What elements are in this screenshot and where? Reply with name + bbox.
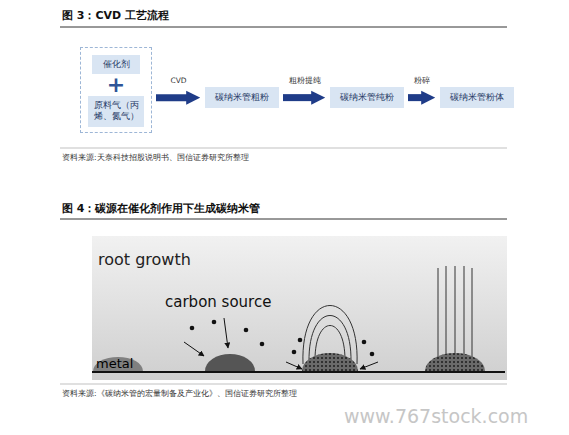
edge-label: CVD [168,76,188,85]
illustration-label: metal [96,356,133,372]
source-note: 资料来源:天奈科技招股说明书、国信证券研究所整理 [62,153,249,162]
edge-label: 粉碎 [412,76,432,85]
metal-particle [425,353,485,371]
watermark: www.767stock.com [344,405,528,428]
figure-title: 图 4：碳源在催化剂作用下生成碳纳米管 [62,202,260,215]
flow-arrow [286,362,378,369]
rule [60,148,507,149]
illustration-label: carbon source [165,293,271,311]
rule [60,219,507,220]
edge-label: 粗粉提纯 [287,76,323,85]
source-note: 资料来源:《碳纳米管的宏量制备及产业化》、国信证券研究所整理 [62,389,297,398]
rule [60,27,507,28]
process-box: 碳纳米管粗粉 [205,87,279,108]
flow-arrow [408,94,424,101]
box-text: 碳纳米管纯粉 [340,92,394,103]
input-box: 催化剂 [92,55,140,74]
illustration-label: root growth [98,250,191,269]
nanotube [438,266,472,360]
box-text: 催化剂 [96,59,136,70]
plus-sign: + [81,74,151,96]
flow-arrow [156,94,189,101]
metal-particle [302,353,358,371]
figure-title: 图 3：CVD 工艺流程 [62,9,169,22]
box-text: 原料气（丙烯、氮气） [92,100,140,123]
box-text: 碳纳米管粗粉 [215,92,269,103]
flow-arrow [184,318,228,356]
process-box: 碳纳米管纯粉 [330,87,404,108]
process-box: 碳纳米管粉体 [440,87,514,108]
carbon-dots [292,338,375,357]
metal-particle [205,354,255,371]
flow-arrow [283,94,314,101]
rule [60,384,507,385]
input-box: 原料气（丙烯、氮气） [88,96,144,127]
input-group: + 催化剂原料气（丙烯、氮气） [80,47,152,133]
box-text: 碳纳米管粉体 [450,92,504,103]
illustration-ground [92,236,507,380]
substrate [92,371,505,373]
